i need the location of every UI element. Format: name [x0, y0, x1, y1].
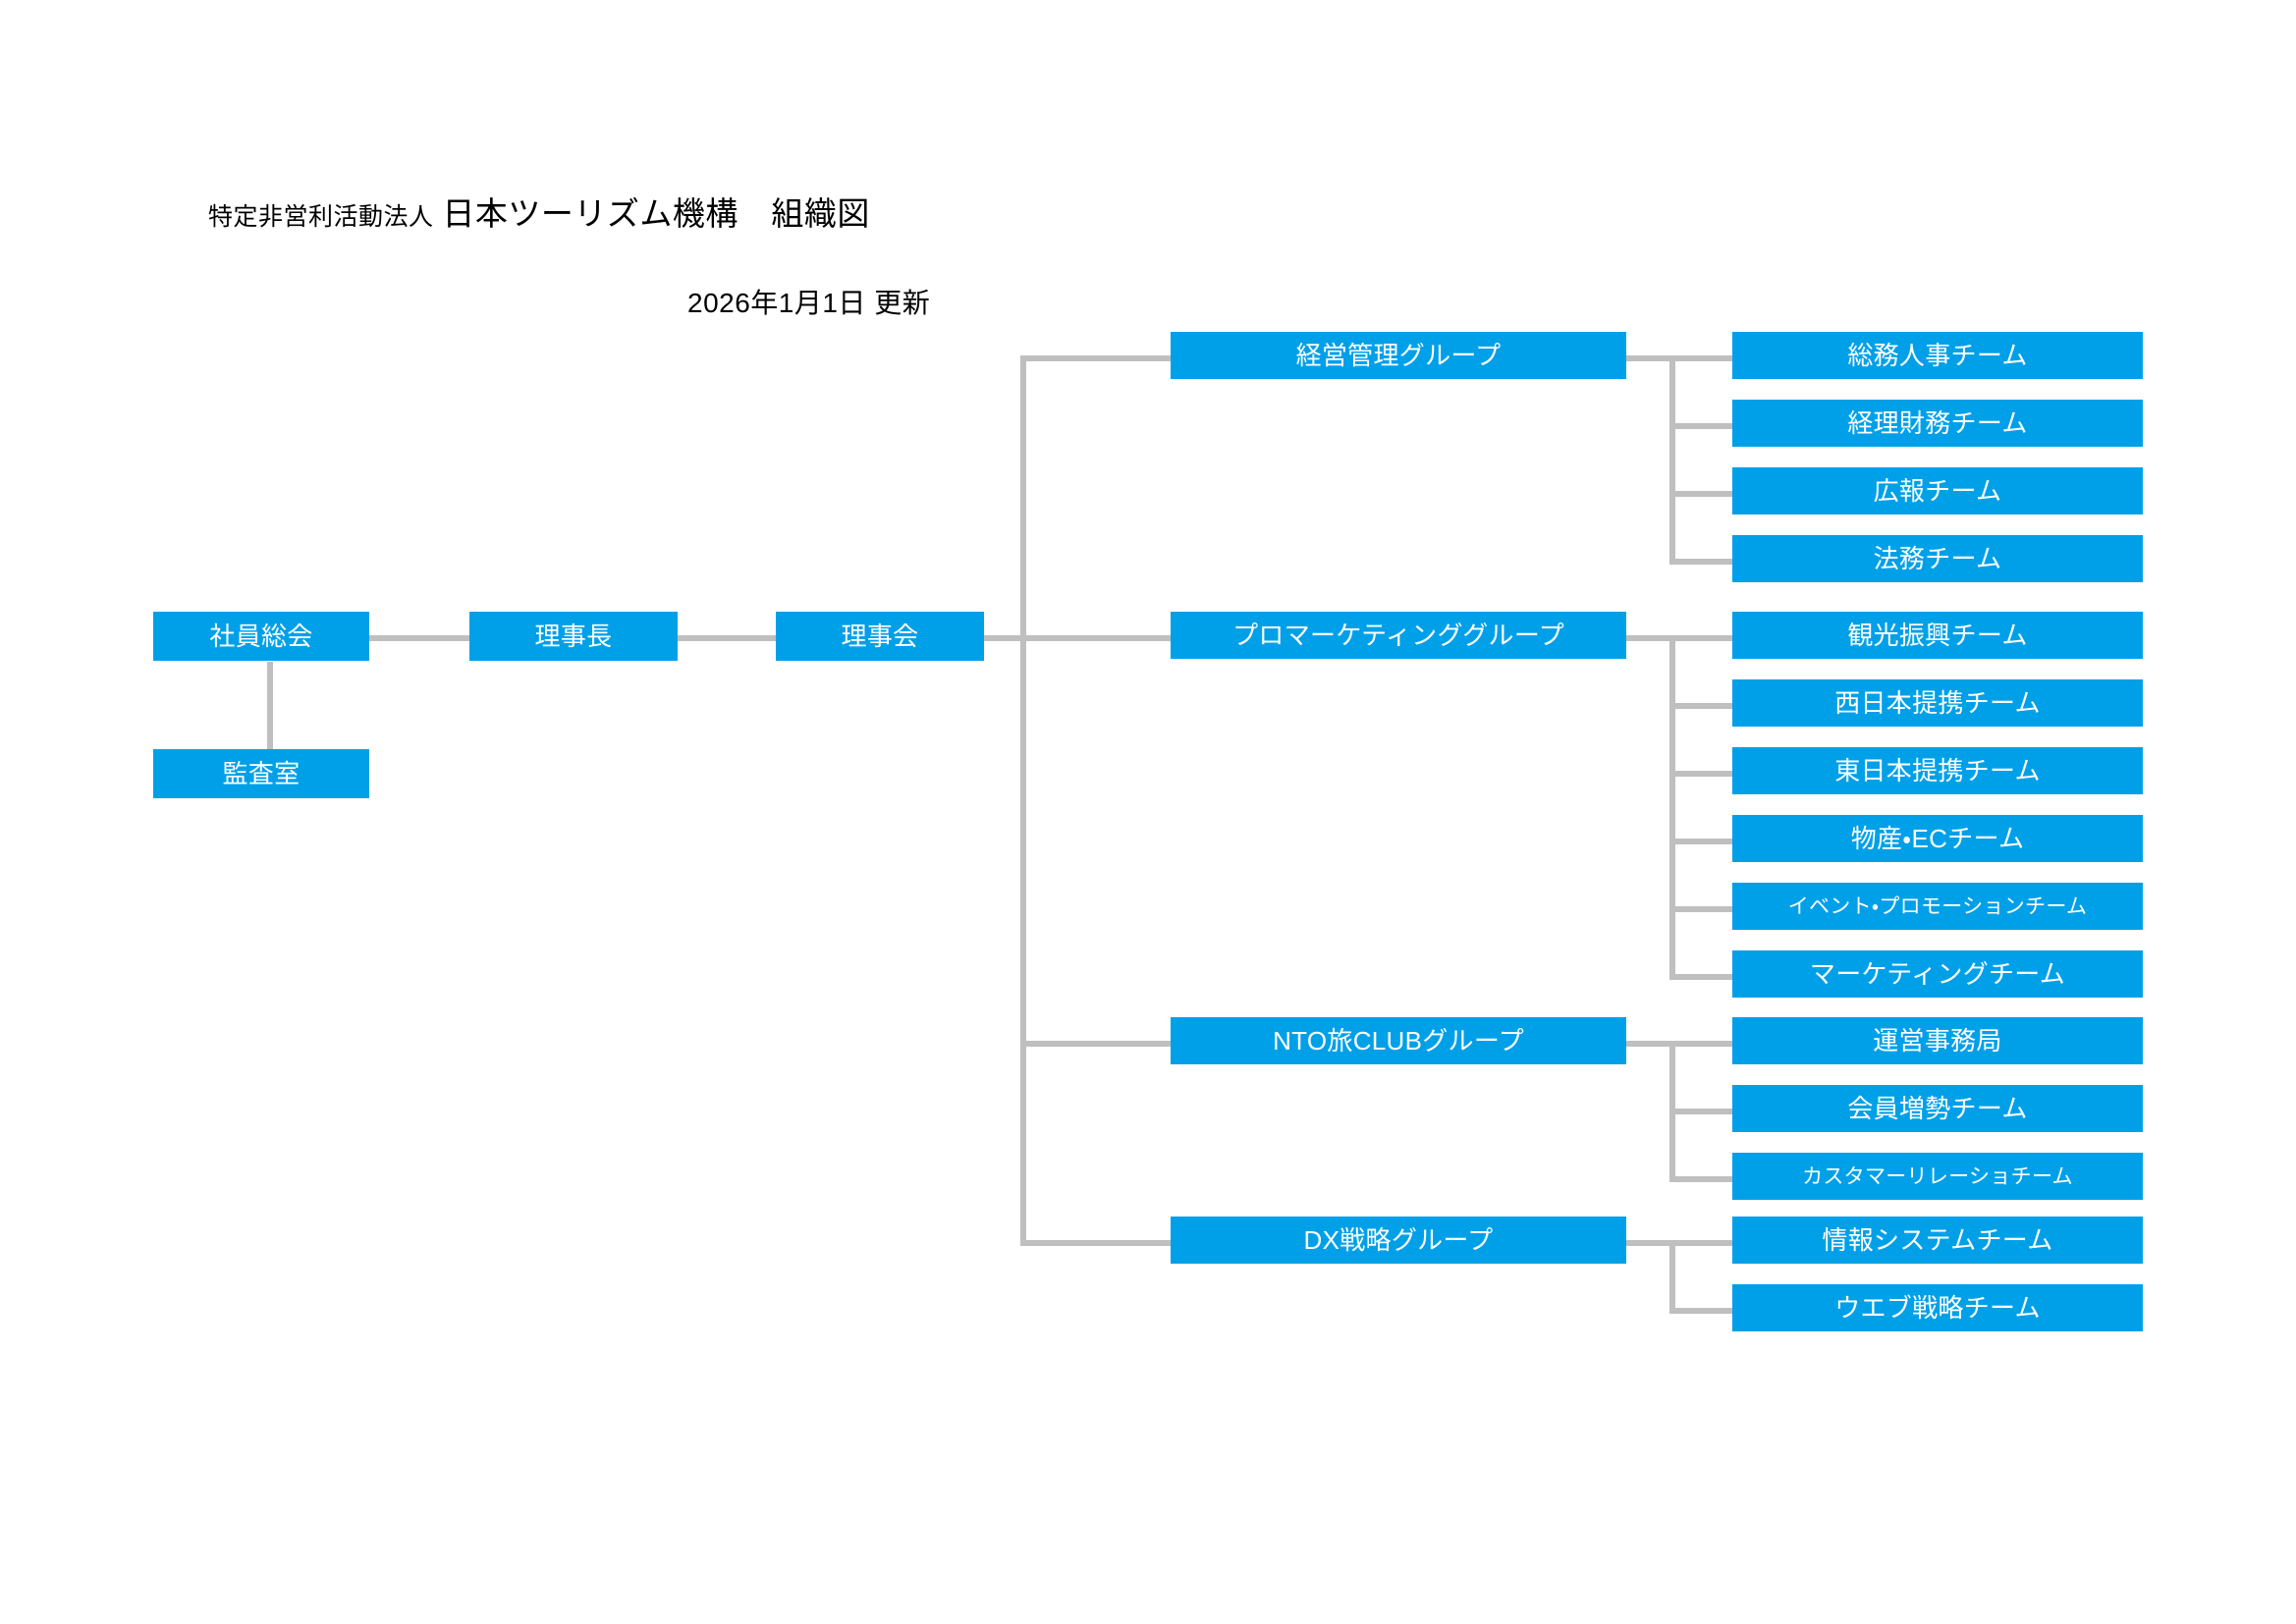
node-team-web-strategy[interactable]: ウエブ戦略チーム [1732, 1284, 2143, 1331]
node-group-nto-tabi-club[interactable]: NTO旅CLUBグループ [1171, 1017, 1626, 1064]
connector-subtrunk-group-0 [1669, 355, 1675, 561]
node-group-management-administration[interactable]: 経営管理グループ [1171, 332, 1626, 379]
connector-assembly-to-audit [267, 662, 273, 764]
connector-subtrunk-1-to-team-3 [1669, 839, 1732, 844]
node-team-east-japan-alliance[interactable]: 東日本提携チーム [1732, 747, 2143, 794]
connector-trunk-to-group-0 [1020, 355, 1173, 361]
node-audit-office[interactable]: 監査室 [153, 749, 369, 798]
connector-subtrunk-0-to-team-2 [1669, 491, 1732, 497]
node-team-public-relations[interactable]: 広報チーム [1732, 467, 2143, 514]
node-team-operations-office[interactable]: 運営事務局 [1732, 1017, 2143, 1064]
connector-subtrunk-1-to-team-0 [1669, 635, 1732, 641]
node-board-of-directors[interactable]: 理事会 [776, 612, 984, 661]
connector-board-to-trunk [982, 635, 1026, 641]
node-general-assembly[interactable]: 社員総会 [153, 612, 369, 661]
connector-subtrunk-0-to-team-3 [1669, 559, 1732, 565]
connector-subtrunk-3-to-team-0 [1669, 1240, 1732, 1246]
connector-subtrunk-group-1 [1669, 635, 1675, 974]
node-team-tourism-promotion[interactable]: 観光振興チーム [1732, 612, 2143, 659]
connector-subtrunk-2-to-team-0 [1669, 1041, 1732, 1047]
last-updated-label: 2026年1月1日 更新 [687, 288, 931, 318]
node-group-dx-strategy[interactable]: DX戦略グループ [1171, 1217, 1626, 1264]
node-team-west-japan-alliance[interactable]: 西日本提携チーム [1732, 679, 2143, 727]
page-title-prefix: 特定非営利活動法人 [208, 203, 434, 231]
connector-trunk-to-group-3 [1020, 1240, 1173, 1246]
connector-trunk-to-group-1 [1020, 635, 1173, 641]
connector-subtrunk-1-to-team-2 [1669, 771, 1732, 777]
connector-subtrunk-3-to-team-1 [1669, 1308, 1732, 1314]
node-team-member-growth[interactable]: 会員増勢チーム [1732, 1085, 2143, 1132]
page-title-main: 日本ツーリズム機構 組織図 [442, 195, 870, 232]
page-title: 特定非営利活動法人 日本ツーリズム機構 組織図 [208, 194, 870, 237]
node-team-marketing[interactable]: マーケティングチーム [1732, 950, 2143, 998]
connector-assembly-to-chairman [369, 635, 471, 641]
connector-subtrunk-2-to-team-1 [1669, 1109, 1732, 1114]
connector-subtrunk-1-to-team-5 [1669, 974, 1732, 980]
node-team-accounting-finance[interactable]: 経理財務チーム [1732, 400, 2143, 447]
connector-subtrunk-0-to-team-0 [1669, 355, 1732, 361]
node-team-information-systems[interactable]: 情報システムチーム [1732, 1217, 2143, 1264]
connector-subtrunk-1-to-team-1 [1669, 703, 1732, 709]
connector-chairman-to-board [676, 635, 778, 641]
connector-subtrunk-1-to-team-4 [1669, 906, 1732, 912]
connector-subtrunk-group-3 [1669, 1240, 1675, 1310]
connector-subtrunk-0-to-team-1 [1669, 423, 1732, 429]
connector-subtrunk-2-to-team-2 [1669, 1176, 1732, 1182]
node-team-customer-relations[interactable]: カスタマーリレーショチーム [1732, 1153, 2143, 1200]
node-chairman[interactable]: 理事長 [469, 612, 678, 661]
node-team-event-promotion[interactable]: イベント・プロモーションチーム [1732, 883, 2143, 930]
node-team-products-ec[interactable]: 物産・ECチーム [1732, 815, 2143, 862]
connector-trunk-to-group-2 [1020, 1041, 1173, 1047]
connector-trunk-main [1020, 355, 1026, 1246]
node-team-legal[interactable]: 法務チーム [1732, 535, 2143, 582]
node-team-general-affairs-hr[interactable]: 総務人事チーム [1732, 332, 2143, 379]
node-group-pro-marketing[interactable]: プロマーケティンググループ [1171, 612, 1626, 659]
